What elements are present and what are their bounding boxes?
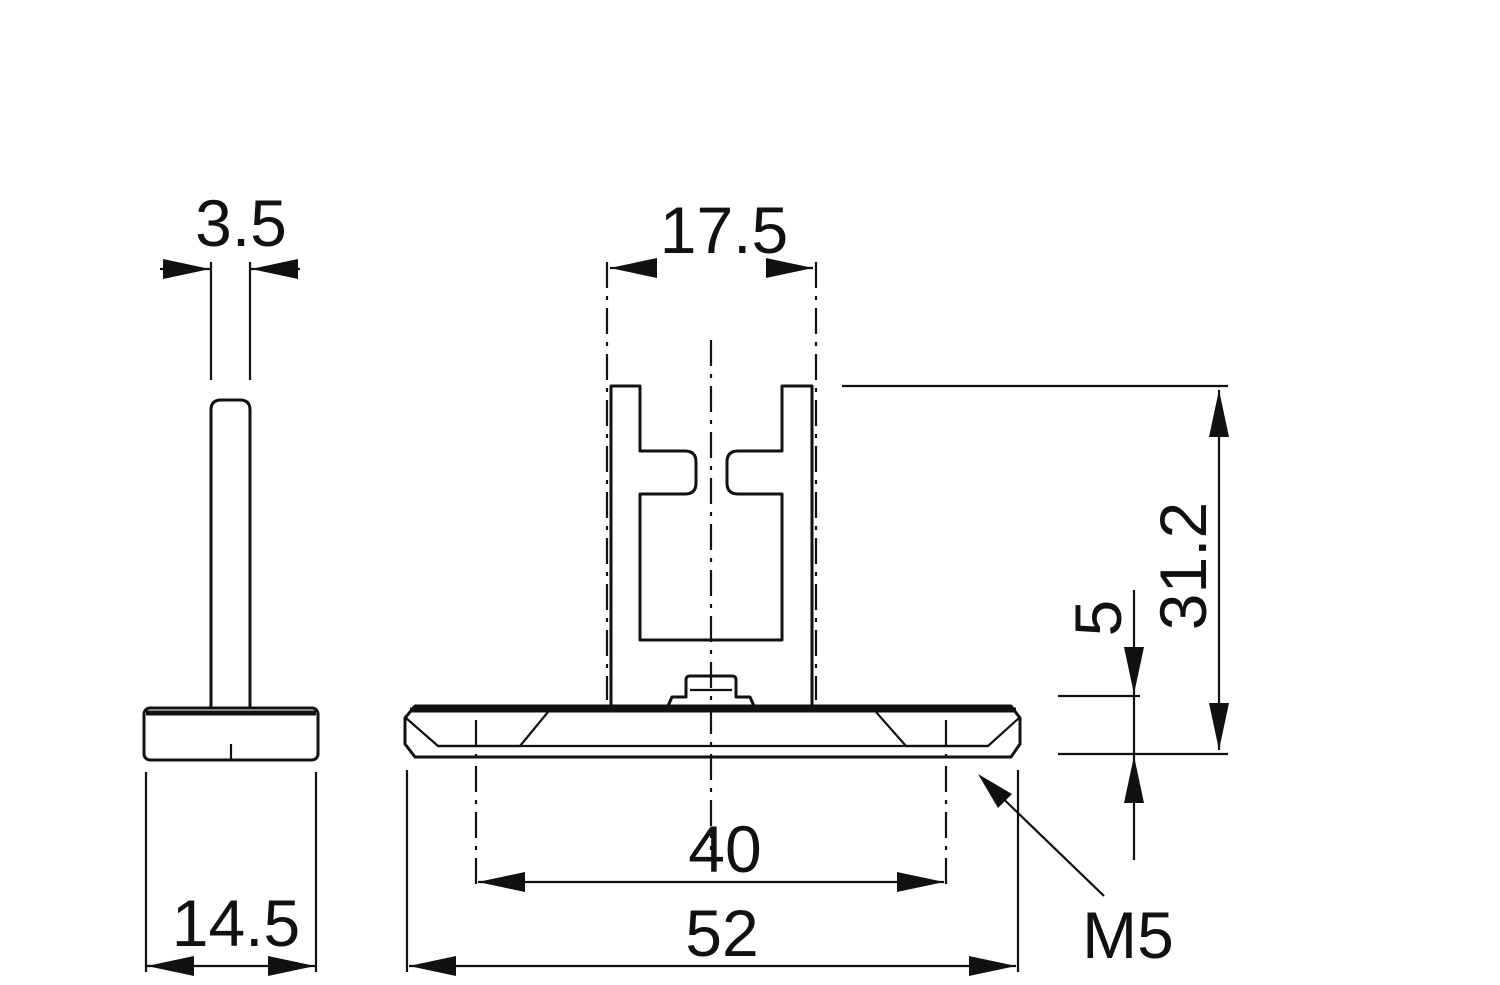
arrow-40-left — [478, 872, 525, 892]
arrow-52-left — [409, 956, 456, 976]
dim-label-5: 5 — [1061, 600, 1135, 637]
arrow-3-5-right — [251, 259, 298, 279]
arrow-3-5-left — [163, 259, 210, 279]
dim-label-52: 52 — [685, 896, 758, 970]
arrow-14-5-right — [268, 956, 315, 976]
front-view-pocket-right — [875, 711, 1020, 748]
arrow-31-2-top — [1209, 390, 1229, 437]
arrow-5-bottom — [1124, 756, 1144, 803]
dim-label-3-5: 3.5 — [195, 186, 287, 260]
arrow-17-5-left — [610, 258, 657, 278]
dim-label-31-2: 31.2 — [1146, 502, 1220, 630]
front-view-base — [403, 704, 1022, 759]
front-view-nut — [666, 674, 756, 708]
dim-label-14-5: 14.5 — [172, 886, 300, 960]
dim-label-40: 40 — [688, 812, 761, 886]
side-view: 3.5 14.5 — [142, 186, 320, 976]
arrow-52-right — [969, 956, 1016, 976]
side-view-pin — [209, 398, 252, 710]
arrow-40-right — [897, 872, 944, 892]
dim-label-17-5: 17.5 — [660, 193, 788, 267]
arrow-14-5-left — [147, 956, 194, 976]
arrow-17-5-right — [766, 258, 813, 278]
front-view: 17.5 31.2 5 40 52 M5 — [403, 193, 1229, 976]
arrow-5-top — [1124, 647, 1144, 694]
leader-arrow-m5 — [978, 774, 1012, 808]
leader-line-m5 — [987, 783, 1105, 897]
arrow-31-2-bottom — [1209, 703, 1229, 750]
thread-label-m5: M5 — [1082, 898, 1174, 972]
